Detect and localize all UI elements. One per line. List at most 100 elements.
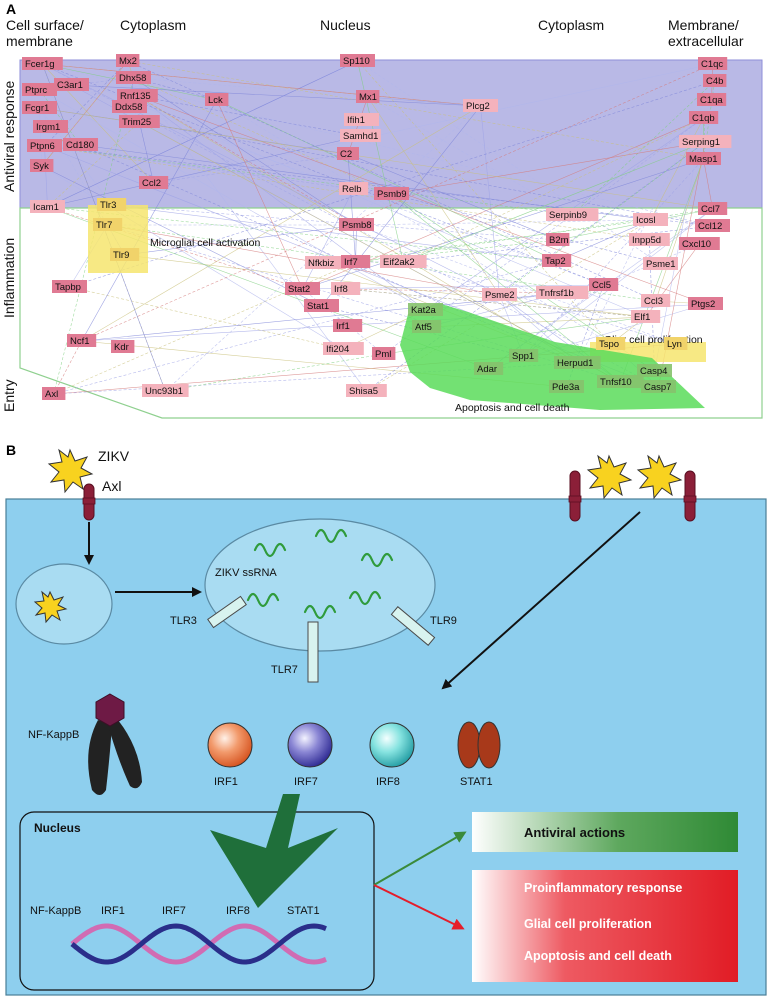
gene-label: Psme1 — [646, 259, 676, 270]
gene-node-pml: Pml — [372, 347, 396, 360]
gene-node-c1qc: C1qc — [698, 57, 728, 70]
gene-node-adar: Adar — [474, 362, 504, 375]
gene-label: Pde3a — [552, 382, 580, 393]
dna-label-irf7: IRF7 — [162, 905, 186, 917]
microglial-activation-region — [88, 205, 148, 273]
column-header-cytoplasm-left: Cytoplasm — [120, 17, 186, 33]
network-edge — [44, 145, 354, 190]
gene-label: Ptprc — [25, 85, 47, 96]
gene-label: B2m — [549, 235, 569, 246]
gene-node-eif2ak2: Eif2ak2 — [380, 255, 427, 268]
zikv-virion-icon — [47, 448, 94, 494]
network-edge — [357, 60, 661, 265]
gene-label: Serpinb9 — [549, 210, 587, 221]
gene-node-serpinb9: Serpinb9 — [546, 208, 599, 221]
gene-node-irf8: Irf8 — [331, 282, 361, 295]
endosome — [15, 563, 113, 645]
gene-label: Casp7 — [644, 382, 671, 393]
gene-node-psmb9: Psmb9 — [374, 187, 409, 200]
network-edge — [367, 96, 573, 216]
gene-node-masp1: Masp1 — [686, 152, 721, 165]
gene-label: Tnfrsf1b — [539, 288, 574, 299]
network-edge — [137, 95, 361, 137]
gene-node-fcer1g: Fcer1g — [22, 57, 63, 70]
gene-node-tlr7: Tlr7 — [93, 218, 123, 231]
nfkb-complex — [88, 693, 142, 795]
dna-helix — [70, 923, 327, 965]
gene-label: Elf1 — [634, 312, 650, 323]
gene-node-ccl5: Ccl5 — [589, 278, 619, 291]
gene-label: Sp110 — [343, 56, 370, 67]
gene-node-ptpn6: Ptpn6 — [27, 139, 62, 152]
gene-node-stat1: Stat1 — [304, 299, 339, 312]
microglial-activation-label: Microglial cell activation — [150, 237, 260, 249]
network-edge — [39, 89, 426, 311]
panel-b-label: B — [6, 442, 16, 458]
gene-label: Psme2 — [485, 290, 515, 301]
gene-node-tap2: Tap2 — [542, 254, 572, 267]
network-edge — [69, 80, 715, 288]
gene-label: Pml — [375, 349, 391, 360]
antiviral-arrow — [373, 831, 467, 886]
network-edge — [71, 84, 481, 107]
gene-node-atf5: Atf5 — [412, 320, 442, 333]
dna-label-irf8: IRF8 — [226, 905, 250, 917]
gene-label: Ifi204 — [326, 344, 349, 355]
gene-label: Adar — [477, 364, 497, 375]
gene-label: Ccl7 — [701, 204, 720, 215]
gene-node-dhx58: Dhx58 — [116, 71, 151, 84]
nfkb-label: NF-KappB — [28, 729, 79, 741]
gene-node-tspo: Tspo — [596, 337, 626, 350]
gene-label: Tlr9 — [113, 250, 129, 261]
gene-node-ptprc: Ptprc — [22, 83, 57, 96]
gene-label: Ddx58 — [115, 102, 142, 113]
gene-node-tlr3: Tlr3 — [97, 198, 127, 211]
gene-node-irgm1: Irgm1 — [33, 120, 68, 133]
gene-node-ifih1: Ifih1 — [344, 113, 379, 126]
network-edge — [44, 145, 713, 227]
gene-label: Masp1 — [689, 154, 718, 165]
gene-label: Ptgs2 — [691, 299, 715, 310]
irf7-factor — [287, 722, 333, 768]
network-edge — [137, 95, 426, 311]
gene-label: Icam1 — [33, 202, 59, 213]
inflammatory-outcomes-box — [472, 870, 738, 982]
gene-node-psme2: Psme2 — [482, 288, 517, 301]
network-edge — [357, 60, 611, 345]
gene-label: Fcer1g — [25, 59, 55, 70]
gene-label: Psmb8 — [342, 220, 372, 231]
network-edge — [69, 286, 344, 350]
network-edge — [47, 60, 358, 208]
irf1-label: IRF1 — [214, 776, 238, 788]
gene-node-inpp5d: Inpp5d — [629, 233, 670, 246]
network-edge — [39, 107, 42, 167]
gene-label: Mx2 — [119, 56, 137, 67]
gene-node-mx2: Mx2 — [116, 54, 140, 67]
tlr9-receptor — [390, 606, 436, 646]
network-edge — [556, 219, 651, 262]
network-edge — [391, 193, 661, 265]
row-label-inflammation: Inflammation — [1, 238, 17, 318]
network-edge — [367, 96, 481, 107]
gene-node-plcg2: Plcg2 — [463, 99, 498, 112]
gene-node-cd180: Cd180 — [63, 138, 98, 151]
gene-node-icosl: Icosl — [633, 213, 668, 226]
gene-label: Kdr — [114, 342, 129, 353]
gene-label: C3ar1 — [57, 80, 83, 91]
gene-label: Relb — [342, 184, 362, 195]
gene-node-spp1: Spp1 — [509, 349, 539, 362]
gene-node-nfkbiz: Nfkbiz — [305, 256, 346, 269]
gene-node-irf1: Irf1 — [333, 319, 363, 332]
ssrna-strands — [246, 528, 394, 620]
network-edge — [139, 121, 154, 184]
gene-node-psmb8: Psmb8 — [339, 218, 374, 231]
gene-label: Serping1 — [682, 137, 720, 148]
network-edge — [321, 105, 481, 307]
network-edge — [107, 224, 500, 296]
gene-node-ccl3: Ccl3 — [641, 294, 671, 307]
gene-node-ifi204: Ifi204 — [323, 342, 364, 355]
gene-label: Axl — [45, 389, 58, 400]
axl-label: Axl — [102, 478, 121, 494]
rna-endosome — [204, 518, 436, 652]
gene-node-herpud1: Herpud1 — [554, 356, 601, 369]
